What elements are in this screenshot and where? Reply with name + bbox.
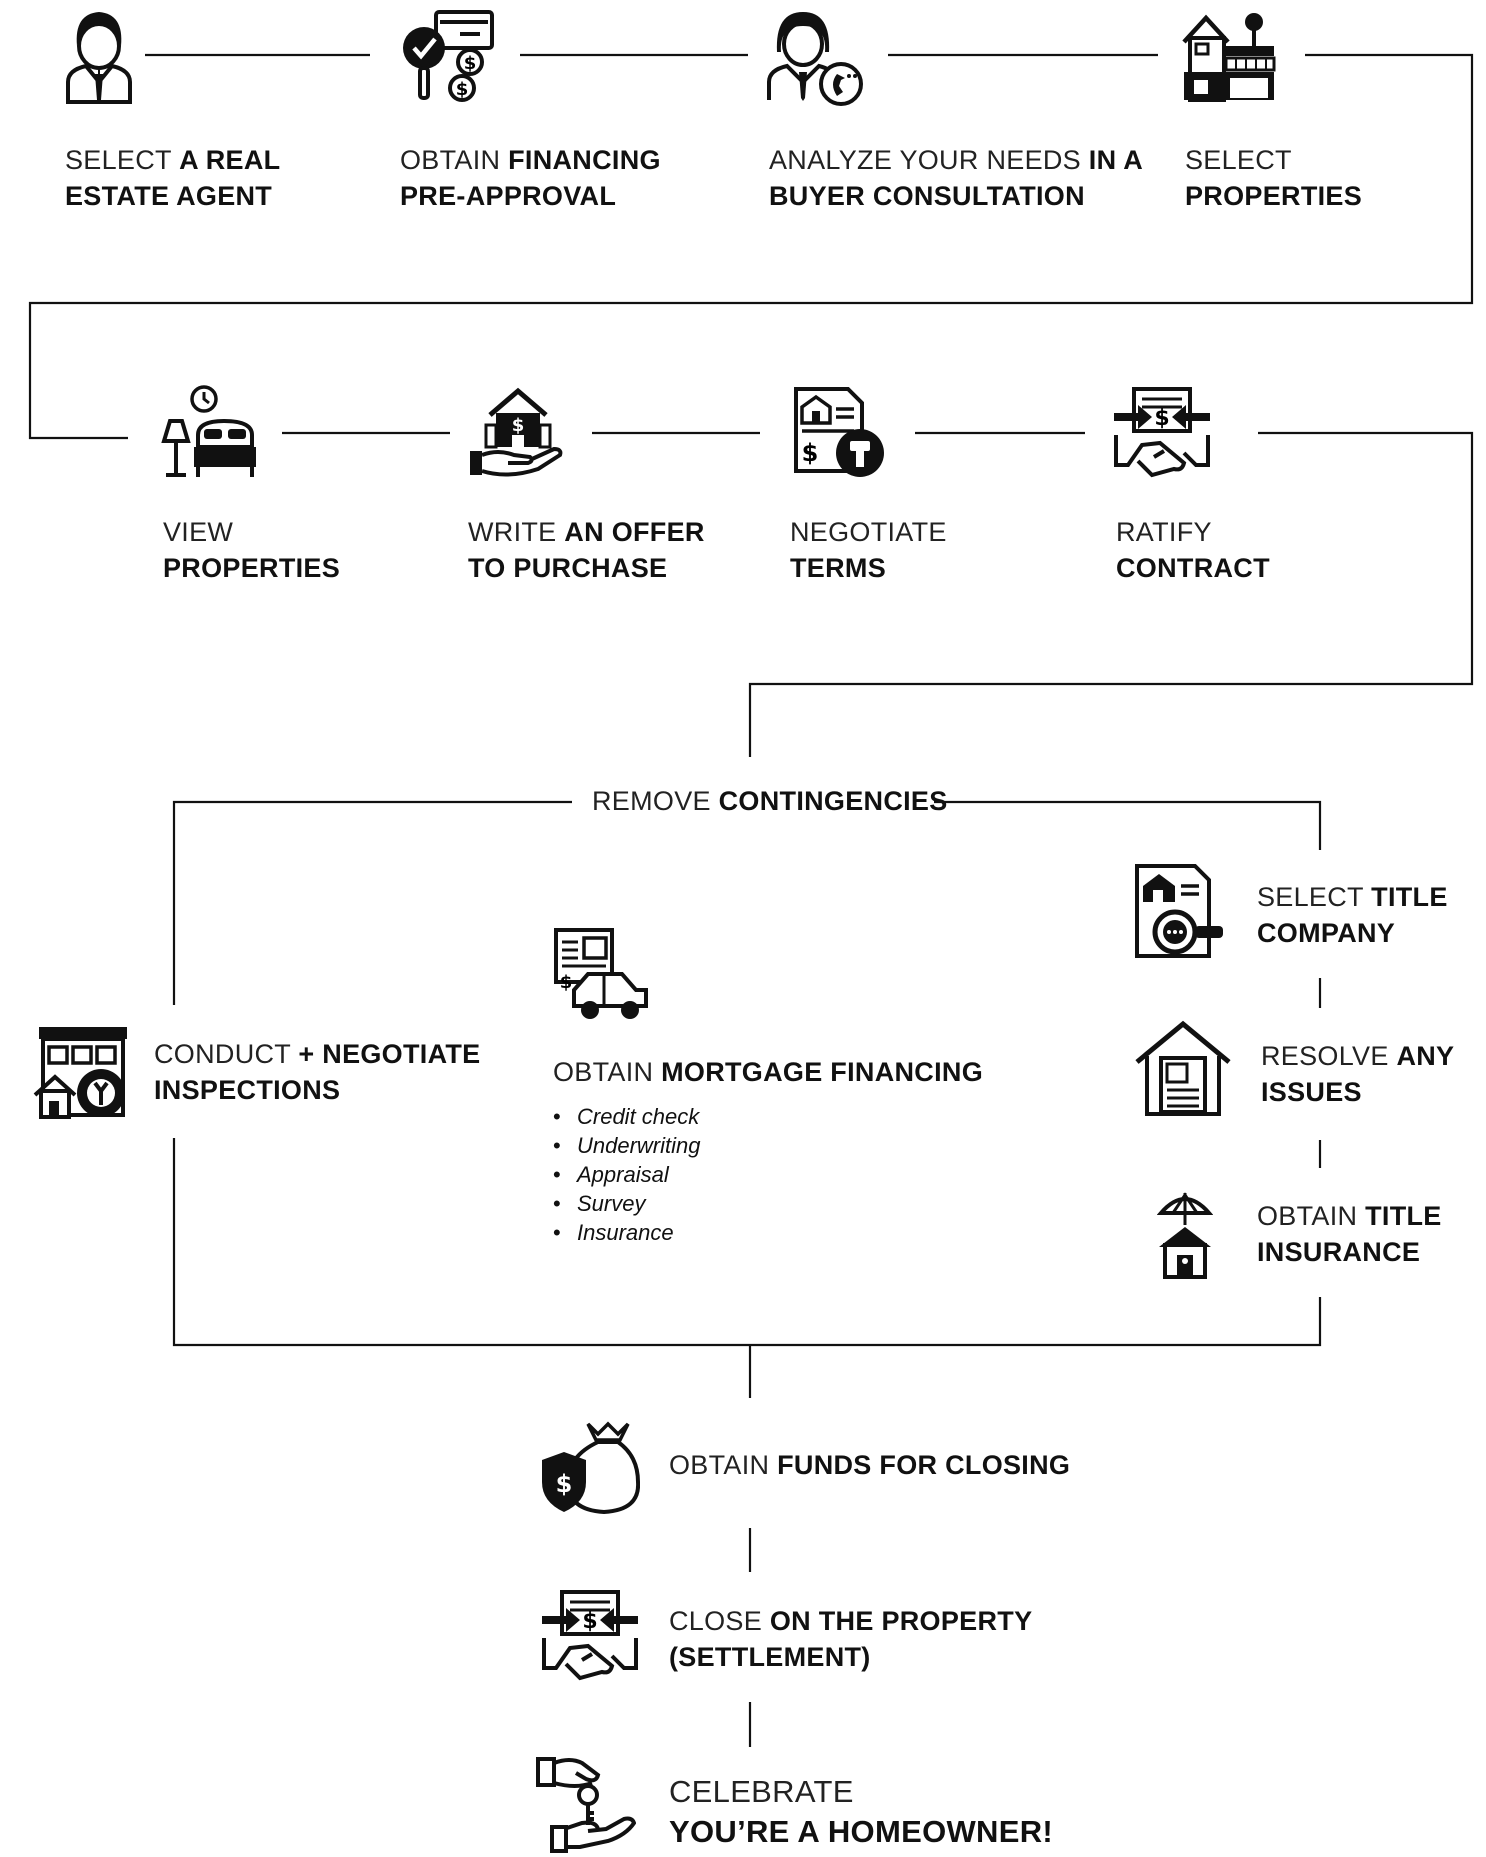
step-bold-text: CONTINGENCIES [718, 786, 948, 816]
step-bold-text: A REAL [179, 145, 281, 175]
svg-text:$: $ [1154, 406, 1169, 431]
financing-approval-icon: $ $ [403, 10, 494, 102]
title-company-icon [1135, 864, 1223, 958]
step-select-properties: SELECT PROPERTIES [1185, 142, 1362, 214]
step-obtain-funds: OBTAIN FUNDS FOR CLOSING [669, 1447, 1070, 1483]
step-light-text: NEGOTIATE [790, 517, 947, 547]
step-light-text: RATIFY [1116, 517, 1212, 547]
step-line2: TERMS [790, 553, 886, 583]
svg-text:$: $ [456, 79, 469, 100]
svg-text:$: $ [556, 1470, 573, 1498]
step-line2: (SETTLEMENT) [669, 1642, 871, 1672]
step-light-text: SELECT [1185, 145, 1292, 175]
step-buyer-consultation: ANALYZE YOUR NEEDS IN A BUYER CONSULTATI… [769, 142, 1143, 214]
resolve-issues-icon [1135, 1020, 1231, 1116]
svg-text:$: $ [802, 439, 819, 467]
step-mortgage-financing: OBTAIN MORTGAGE FINANCING [553, 1054, 983, 1090]
step-bold-text: FUNDS FOR CLOSING [777, 1450, 1071, 1480]
step-bold-text: ON THE PROPERTY [769, 1606, 1033, 1636]
list-item: Appraisal [553, 1160, 701, 1189]
list-item: Underwriting [553, 1131, 701, 1160]
step-light-text: VIEW [163, 517, 234, 547]
step-light-text: WRITE [468, 517, 565, 547]
connector-line [172, 800, 572, 1005]
homeowner-keys-icon [536, 1757, 636, 1853]
step-line2: TO PURCHASE [468, 553, 668, 583]
svg-text:$: $ [512, 415, 525, 436]
step-ratify-contract: RATIFY CONTRACT [1116, 514, 1270, 586]
step-financing-preapproval: OBTAIN FINANCING PRE-APPROVAL [400, 142, 661, 214]
step-line2: INSURANCE [1257, 1237, 1421, 1267]
step-title-company: SELECT TITLE COMPANY [1257, 879, 1448, 951]
step-light-text: OBTAIN [400, 145, 509, 175]
list-item: Survey [553, 1189, 701, 1218]
list-item: Insurance [553, 1218, 701, 1247]
step-light-text: RESOLVE [1261, 1041, 1397, 1071]
step-light-text: OBTAIN [553, 1057, 662, 1087]
step-line2: BUYER CONSULTATION [769, 181, 1085, 211]
negotiate-terms-icon: $ [794, 387, 884, 477]
step-light-text: CLOSE [669, 1606, 770, 1636]
connector-line [28, 53, 1474, 440]
step-line2: COMPANY [1257, 918, 1396, 948]
mortgage-checklist: Credit check Underwriting Appraisal Surv… [553, 1102, 701, 1247]
step-line2: PRE-APPROVAL [400, 181, 617, 211]
step-negotiate-terms: NEGOTIATE TERMS [790, 514, 947, 586]
step-light-text: SELECT [65, 145, 180, 175]
svg-text:$: $ [464, 53, 477, 74]
step-line2: YOU’RE A HOMEOWNER! [669, 1814, 1054, 1849]
step-light-text: OBTAIN [669, 1450, 778, 1480]
list-item: Credit check [553, 1102, 701, 1131]
properties-icon [1182, 13, 1276, 102]
step-light-text: CONDUCT [154, 1039, 299, 1069]
step-bold-text: TITLE [1365, 1201, 1442, 1231]
step-line2: PROPERTIES [1185, 181, 1363, 211]
step-line2: PROPERTIES [163, 553, 341, 583]
step-bold-text: IN A [1088, 145, 1143, 175]
step-close-settlement: CLOSE ON THE PROPERTY (SETTLEMENT) [669, 1603, 1032, 1675]
step-remove-contingencies: REMOVE CONTINGENCIES [592, 783, 948, 819]
view-properties-icon [161, 385, 256, 477]
step-bold-text: AN OFFER [564, 517, 705, 547]
step-celebrate: CELEBRATE YOU’RE A HOMEOWNER! [669, 1772, 1053, 1852]
step-light-text: ANALYZE YOUR NEEDS [769, 145, 1089, 175]
step-inspections: CONDUCT + NEGOTIATE INSPECTIONS [154, 1036, 480, 1108]
step-line2: INSPECTIONS [154, 1075, 341, 1105]
step-bold-text: MORTGAGE FINANCING [661, 1057, 983, 1087]
step-light-text: OBTAIN [1257, 1201, 1366, 1231]
closing-settlement-icon: $ [542, 1590, 638, 1681]
connector-line [172, 1138, 1322, 1347]
step-light-text: CELEBRATE [669, 1774, 854, 1809]
step-bold-text: FINANCING [508, 145, 661, 175]
step-line2: ISSUES [1261, 1077, 1362, 1107]
step-line2: ESTATE AGENT [65, 181, 273, 211]
mortgage-financing-icon: $ [554, 928, 648, 1019]
step-bold-text: ANY [1396, 1041, 1455, 1071]
step-write-offer: WRITE AN OFFER TO PURCHASE [468, 514, 705, 586]
step-light-text: REMOVE [592, 786, 719, 816]
closing-funds-icon: $ [542, 1421, 640, 1515]
ratify-contract-icon: $ [1114, 387, 1210, 478]
buyer-consultation-icon [767, 12, 863, 106]
step-view-properties: VIEW PROPERTIES [163, 514, 340, 586]
title-insurance-icon [1157, 1192, 1213, 1279]
offer-to-purchase-icon: $ [470, 387, 563, 477]
svg-text:$: $ [560, 972, 573, 993]
real-estate-agent-icon [66, 12, 132, 104]
step-select-agent: SELECT A REAL ESTATE AGENT [65, 142, 280, 214]
connector-line [934, 800, 1322, 850]
step-resolve-issues: RESOLVE ANY ISSUES [1261, 1038, 1454, 1110]
connector-line [748, 431, 1474, 757]
step-light-text: SELECT [1257, 882, 1372, 912]
step-title-insurance: OBTAIN TITLE INSURANCE [1257, 1198, 1442, 1270]
step-line2: CONTRACT [1116, 553, 1270, 583]
step-bold-text: + NEGOTIATE [298, 1039, 481, 1069]
step-bold-text: TITLE [1371, 882, 1448, 912]
svg-text:$: $ [582, 1609, 597, 1634]
inspections-icon [33, 1027, 127, 1119]
